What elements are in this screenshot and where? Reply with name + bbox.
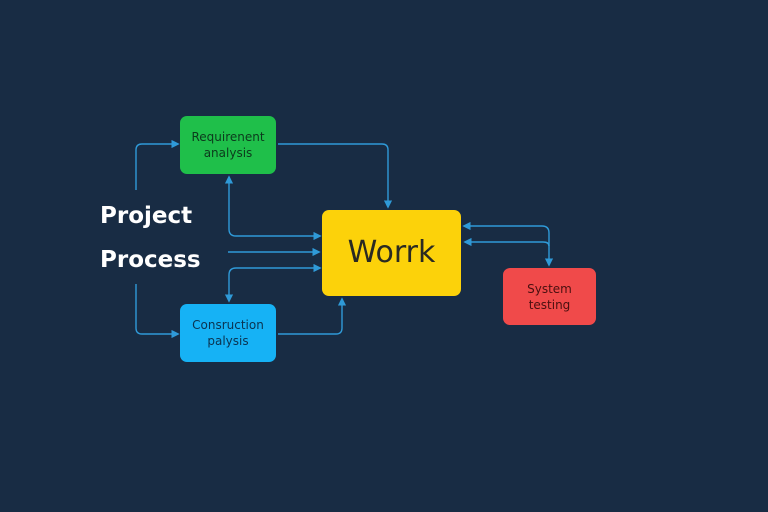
connector-title-to-construction xyxy=(135,284,180,339)
construction-analysis-label-line-1: Consruction xyxy=(192,318,264,332)
requirement-analysis-label-line-1: Requirenent xyxy=(191,130,265,144)
requirement-analysis-label-line-2: analysis xyxy=(203,146,253,160)
work-label: Worrk xyxy=(347,235,436,270)
connector-work-construction xyxy=(224,263,322,303)
system-testing-node[interactable]: System testing xyxy=(503,268,596,325)
construction-analysis-node[interactable]: Consruction palysis xyxy=(180,304,276,362)
connector-work-system xyxy=(462,221,554,267)
diagram-title-line-2: Process xyxy=(100,247,201,273)
work-node[interactable]: Worrk xyxy=(322,210,461,296)
diagram-title-line-1: Project xyxy=(100,203,193,229)
system-testing-label-line-1: System xyxy=(527,281,572,296)
connector-work-requirement xyxy=(224,175,322,241)
connector-construction-to-work xyxy=(278,297,347,335)
connector-requirement-to-work xyxy=(278,143,393,209)
requirement-analysis-node[interactable]: Requirenent analysis xyxy=(180,116,276,174)
system-testing-label-line-2: testing xyxy=(528,297,571,312)
connector-title-to-requirement xyxy=(135,139,180,190)
connector-system-to-work xyxy=(463,237,550,247)
construction-analysis-label-line-2: palysis xyxy=(207,334,249,348)
